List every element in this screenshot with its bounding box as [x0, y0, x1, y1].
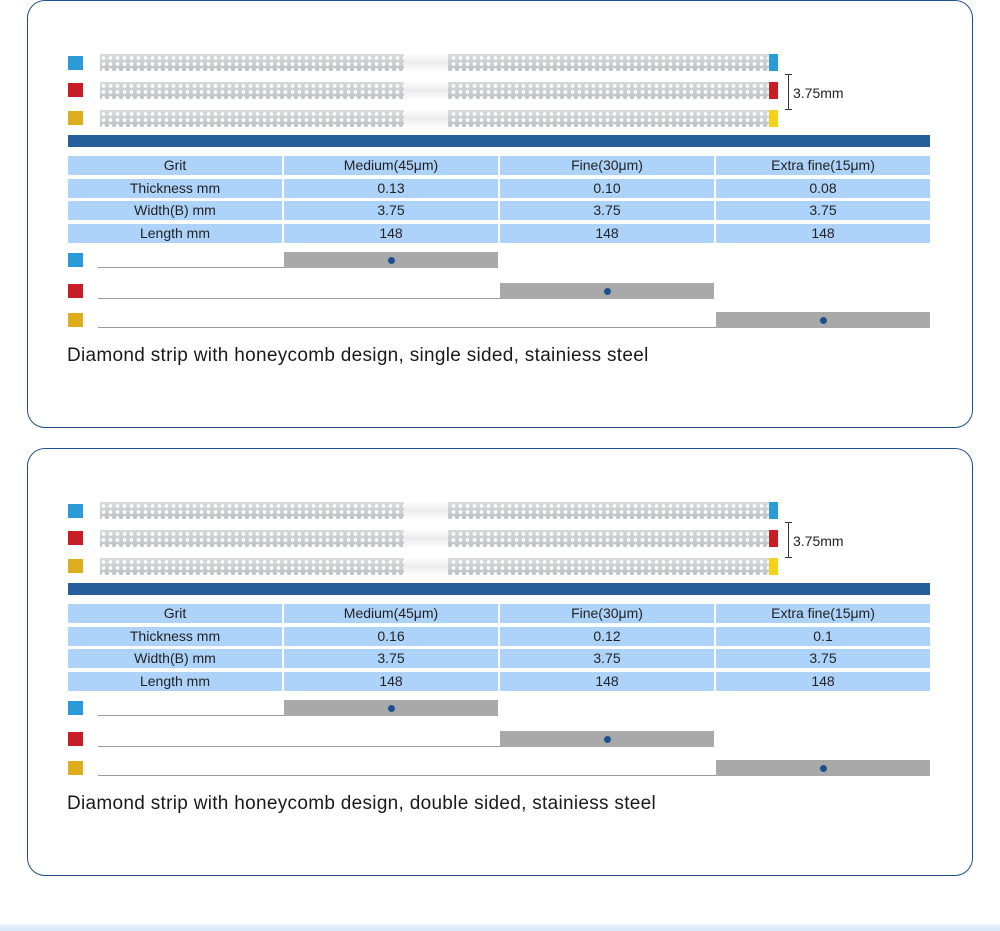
- table-cell: 0.10: [500, 179, 714, 198]
- table-cell: 148: [500, 672, 714, 691]
- table-cell: 3.75: [284, 649, 498, 668]
- header-cell: Fine(30μm): [500, 156, 714, 175]
- table-row: Width(B) mm 3.75 3.75 3.75: [68, 201, 930, 220]
- indicator-line: [98, 327, 716, 328]
- yellow-indicator-swatch: [68, 313, 83, 327]
- table-cell: 3.75: [716, 649, 930, 668]
- table-cell: 3.75: [284, 201, 498, 220]
- table-cell: 148: [716, 224, 930, 243]
- table-cell: 148: [716, 672, 930, 691]
- extra-fine-grit-strip-image: [100, 109, 778, 128]
- product-description: Diamond strip with honeycomb design, dou…: [67, 793, 657, 814]
- width-dimension-label: 3.75mm: [793, 533, 844, 549]
- extra-fine-grit-indicator: [716, 312, 930, 328]
- table-row: Thickness mm 0.13 0.10 0.08: [68, 179, 930, 198]
- extra-fine-grit-strip-image: [100, 557, 778, 576]
- table-cell: 0.12: [500, 627, 714, 646]
- header-cell: Grit: [68, 604, 282, 623]
- indicator-line: [98, 267, 284, 268]
- table-row: Thickness mm 0.16 0.12 0.1: [68, 627, 930, 646]
- table-header-row: Grit Medium(45μm) Fine(30μm) Extra fine(…: [68, 604, 930, 623]
- table-header-row: Grit Medium(45μm) Fine(30μm) Extra fine(…: [68, 156, 930, 175]
- table-cell: 0.08: [716, 179, 930, 198]
- extra-fine-grit-indicator: [716, 760, 930, 776]
- blue-indicator-swatch: [68, 253, 83, 267]
- fine-grit-strip-image: [100, 81, 778, 100]
- table-row: Length mm 148 148 148: [68, 672, 930, 691]
- fine-grit-indicator: [500, 731, 714, 747]
- blue-color-swatch: [68, 504, 83, 518]
- table-row: Length mm 148 148 148: [68, 224, 930, 243]
- yellow-color-swatch: [68, 559, 83, 573]
- table-cell: 3.75: [500, 201, 714, 220]
- table-cell: 148: [284, 672, 498, 691]
- header-cell: Fine(30μm): [500, 604, 714, 623]
- header-cell: Grit: [68, 156, 282, 175]
- blue-indicator-swatch: [68, 701, 83, 715]
- product-card-double-sided: 3.75mm Grit Medium(45μm) Fine(30μm) Extr…: [27, 448, 973, 876]
- table-cell: Length mm: [68, 224, 282, 243]
- bottom-band: [0, 924, 1000, 931]
- width-dimension-indicator: 3.75mm: [785, 522, 856, 564]
- table-cell: 0.1: [716, 627, 930, 646]
- header-cell: Extra fine(15μm): [716, 604, 930, 623]
- indicator-line: [98, 715, 284, 716]
- medium-grit-strip-image: [100, 501, 778, 520]
- table-cell: 0.13: [284, 179, 498, 198]
- yellow-color-swatch: [68, 111, 83, 125]
- table-header-bar: [68, 583, 930, 595]
- table-cell: 0.16: [284, 627, 498, 646]
- red-color-swatch: [68, 531, 83, 545]
- table-cell: Length mm: [68, 672, 282, 691]
- red-indicator-swatch: [68, 284, 83, 298]
- table-cell: 3.75: [500, 649, 714, 668]
- table-cell: 148: [500, 224, 714, 243]
- table-row: Width(B) mm 3.75 3.75 3.75: [68, 649, 930, 668]
- header-cell: Medium(45μm): [284, 156, 498, 175]
- width-dimension-indicator: 3.75mm: [785, 74, 856, 116]
- table-cell: Width(B) mm: [68, 201, 282, 220]
- header-cell: Extra fine(15μm): [716, 156, 930, 175]
- red-color-swatch: [68, 83, 83, 97]
- indicator-line: [98, 746, 500, 747]
- table-cell: 148: [284, 224, 498, 243]
- fine-grit-indicator: [500, 283, 714, 299]
- medium-grit-strip-image: [100, 53, 778, 72]
- table-cell: Thickness mm: [68, 627, 282, 646]
- blue-color-swatch: [68, 56, 83, 70]
- table-cell: 3.75: [716, 201, 930, 220]
- width-dimension-label: 3.75mm: [793, 85, 844, 101]
- table-cell: Thickness mm: [68, 179, 282, 198]
- indicator-line: [98, 298, 500, 299]
- table-header-bar: [68, 135, 930, 147]
- red-indicator-swatch: [68, 732, 83, 746]
- header-cell: Medium(45μm): [284, 604, 498, 623]
- indicator-line: [98, 775, 716, 776]
- fine-grit-strip-image: [100, 529, 778, 548]
- product-card-single-sided: 3.75mm Grit Medium(45μm) Fine(30μm) Extr…: [27, 0, 973, 428]
- table-cell: Width(B) mm: [68, 649, 282, 668]
- medium-grit-indicator: [284, 700, 498, 716]
- yellow-indicator-swatch: [68, 761, 83, 775]
- medium-grit-indicator: [284, 252, 498, 268]
- product-description: Diamond strip with honeycomb design, sin…: [67, 345, 649, 366]
